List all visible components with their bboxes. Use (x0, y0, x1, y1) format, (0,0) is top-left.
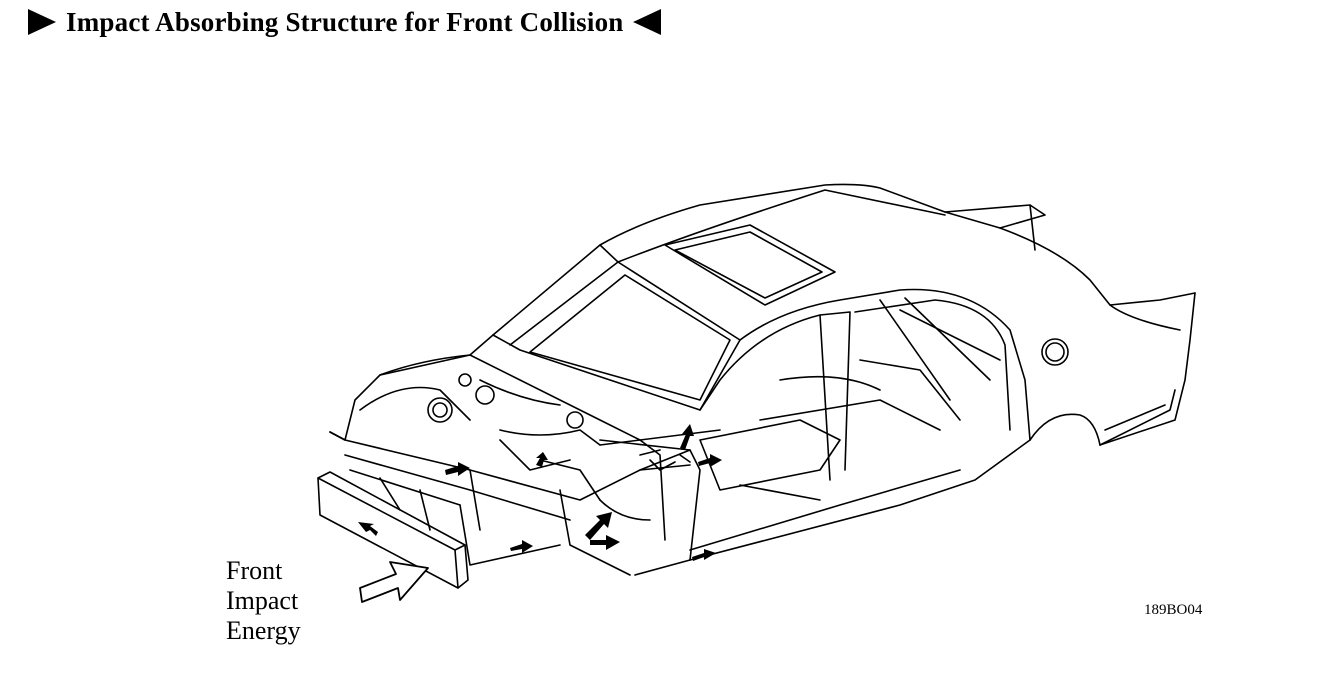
arrow-icon (585, 512, 612, 540)
page-title-bar: Impact Absorbing Structure for Front Col… (28, 4, 662, 40)
triangle-right-icon (28, 9, 56, 35)
arrow-icon (680, 424, 694, 450)
arrow-icon (536, 452, 548, 467)
page-title: Impact Absorbing Structure for Front Col… (66, 6, 624, 37)
arrow-icon (692, 549, 716, 561)
arrow-icon (698, 454, 722, 467)
front-impact-energy-label: Front Impact Energy (226, 556, 301, 646)
arrow-icon (510, 540, 533, 553)
arrow-icon (445, 462, 470, 476)
arrow-icon (590, 535, 620, 550)
triangle-left-icon (633, 9, 662, 35)
figure-code: 189BO04 (1144, 602, 1203, 618)
arrow-icon (358, 522, 378, 536)
callout-line-1: Front (226, 556, 283, 585)
front-impact-arrow-icon (359, 561, 429, 603)
load-path-arrows (358, 424, 722, 561)
body-outline (317, 183, 1196, 589)
callout-line-2: Impact (226, 586, 299, 615)
callout-line-3: Energy (226, 616, 301, 645)
